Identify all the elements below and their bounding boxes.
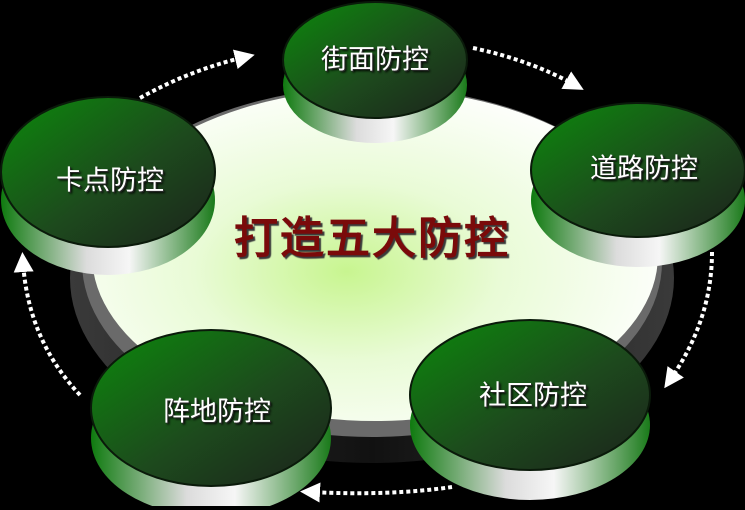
label-community: 社区防控 <box>479 380 587 412</box>
label-street: 街面防控 <box>321 44 429 76</box>
disc-road[interactable] <box>530 102 745 267</box>
arrow-road-to-community <box>664 251 714 389</box>
arrow-position-to-checkpoint <box>13 252 82 397</box>
flow-arrows <box>13 46 714 503</box>
label-checkpoint: 卡点防控 <box>56 165 164 197</box>
disc-checkpoint[interactable] <box>0 96 216 275</box>
arrow-checkpoint-to-street <box>139 49 255 100</box>
disc-position[interactable] <box>90 329 332 510</box>
label-position: 阵地防控 <box>163 396 271 428</box>
label-road: 道路防控 <box>590 153 698 185</box>
disc-street[interactable] <box>282 1 468 143</box>
arrow-street-to-road <box>472 46 584 90</box>
disc-community[interactable] <box>409 319 651 500</box>
diagram-title: 打造五大防控 <box>234 213 510 264</box>
arrow-community-to-position <box>300 482 453 503</box>
